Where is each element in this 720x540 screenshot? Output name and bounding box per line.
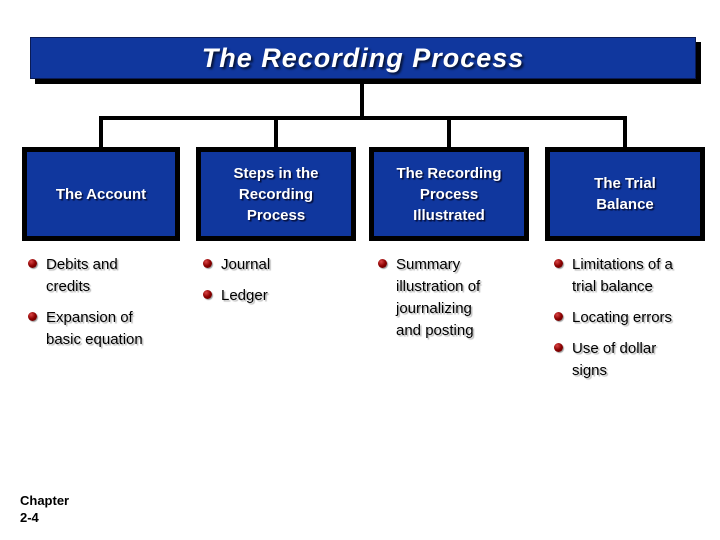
bullet-label: Locating errors (572, 309, 673, 326)
header-box-recording-process-illustrated: The Recording Process Illustrated (369, 147, 529, 241)
connector-drop-1 (99, 116, 103, 147)
list-item: Summary illustration of journalizing and… (378, 254, 498, 342)
connector-stem (360, 79, 364, 117)
header-box-steps-in-recording-process: Steps in the Recording Process (196, 147, 356, 241)
list-item: Ledger (203, 285, 321, 307)
bullet-list-trial-balance: Limitations of a trial balance Locating … (554, 254, 688, 391)
list-item: Locating errors (554, 307, 688, 329)
header-label: Steps in the Recording Process (233, 164, 319, 224)
header-label: The Trial Balance (594, 175, 656, 213)
bullet-label: Expansion of basic equation (46, 309, 143, 348)
slide-title: The Recording Process (201, 42, 525, 73)
connector-crossbar (99, 116, 627, 120)
bullet-icon (378, 259, 387, 268)
chapter-number: 2-4 (20, 510, 39, 525)
bullet-label: Ledger (221, 287, 268, 304)
bullet-icon (203, 259, 212, 268)
bullet-list-the-account: Debits and credits Expansion of basic eq… (28, 254, 158, 360)
header-label: The Account (55, 185, 147, 203)
bullet-label: Limitations of a trial balance (572, 256, 673, 295)
bullet-icon (203, 290, 212, 299)
bullet-icon (554, 343, 563, 352)
chapter-label: Chapter (20, 493, 70, 508)
connector-drop-4 (623, 116, 627, 147)
bullet-list-steps-in-recording-process: Journal Ledger (203, 254, 321, 316)
header-box-trial-balance: The Trial Balance (545, 147, 705, 241)
list-item: Use of dollar signs (554, 338, 688, 382)
slide-title-banner: The Recording Process (30, 37, 696, 79)
list-item: Expansion of basic equation (28, 307, 158, 351)
list-item: Journal (203, 254, 321, 276)
bullet-label: Debits and credits (46, 256, 118, 295)
list-item: Limitations of a trial balance (554, 254, 688, 298)
header-label: The Recording Process Illustrated (396, 164, 502, 224)
bullet-icon (554, 312, 563, 321)
connector-drop-3 (447, 116, 451, 147)
bullet-icon (28, 259, 37, 268)
bullet-icon (28, 312, 37, 321)
bullet-icon (554, 259, 563, 268)
bullet-label: Summary illustration of journalizing and… (396, 256, 481, 339)
connector-drop-2 (274, 116, 278, 147)
bullet-list-recording-process-illustrated: Summary illustration of journalizing and… (378, 254, 498, 351)
chapter-footer: Chapter 2-4 (20, 492, 69, 526)
list-item: Debits and credits (28, 254, 158, 298)
bullet-label: Journal (221, 256, 271, 273)
bullet-label: Use of dollar signs (572, 340, 657, 379)
header-box-the-account: The Account (22, 147, 180, 241)
